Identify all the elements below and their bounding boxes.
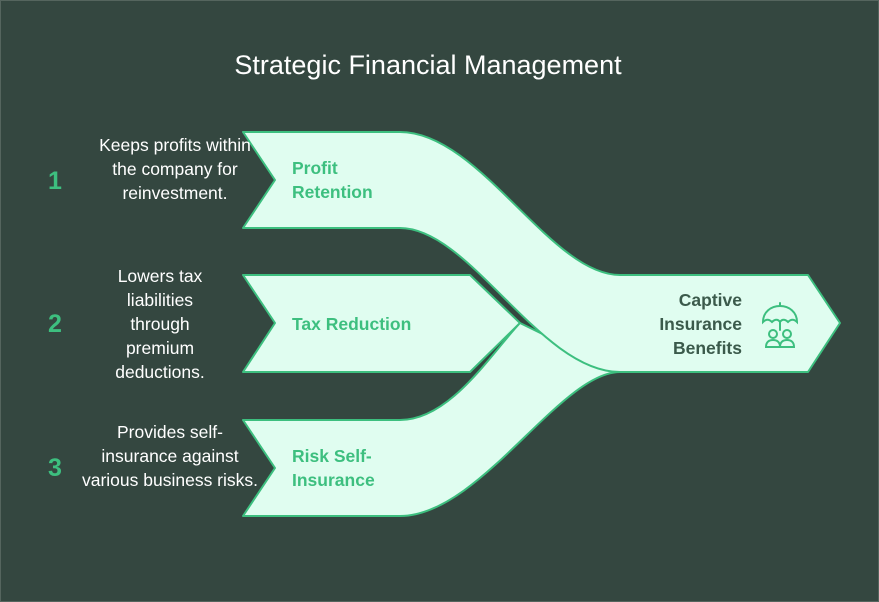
band-risk-self-insurance [242, 322, 621, 517]
step-label-1: Profit Retention [292, 158, 373, 202]
step-label-2: Tax Reduction [292, 314, 412, 334]
step-number-2: 2 [48, 310, 62, 338]
diagram-title: Strategic Financial Management [234, 50, 622, 80]
step-description-1: Keeps profits within the company for rei… [99, 135, 251, 203]
step-description-2: Lowers tax liabilities through premium d… [115, 266, 205, 382]
step-number-3: 3 [48, 454, 62, 482]
result-label: Captive Insurance Benefits [659, 290, 742, 358]
umbrella-people-icon [761, 302, 799, 348]
step-description-3: Provides self-insurance against various … [81, 422, 259, 490]
band-profit-retention-merged [242, 131, 841, 373]
band-tax-reduction [242, 274, 521, 373]
step-label-3: Risk Self-Insurance [292, 446, 375, 490]
step-number-1: 1 [48, 167, 62, 195]
